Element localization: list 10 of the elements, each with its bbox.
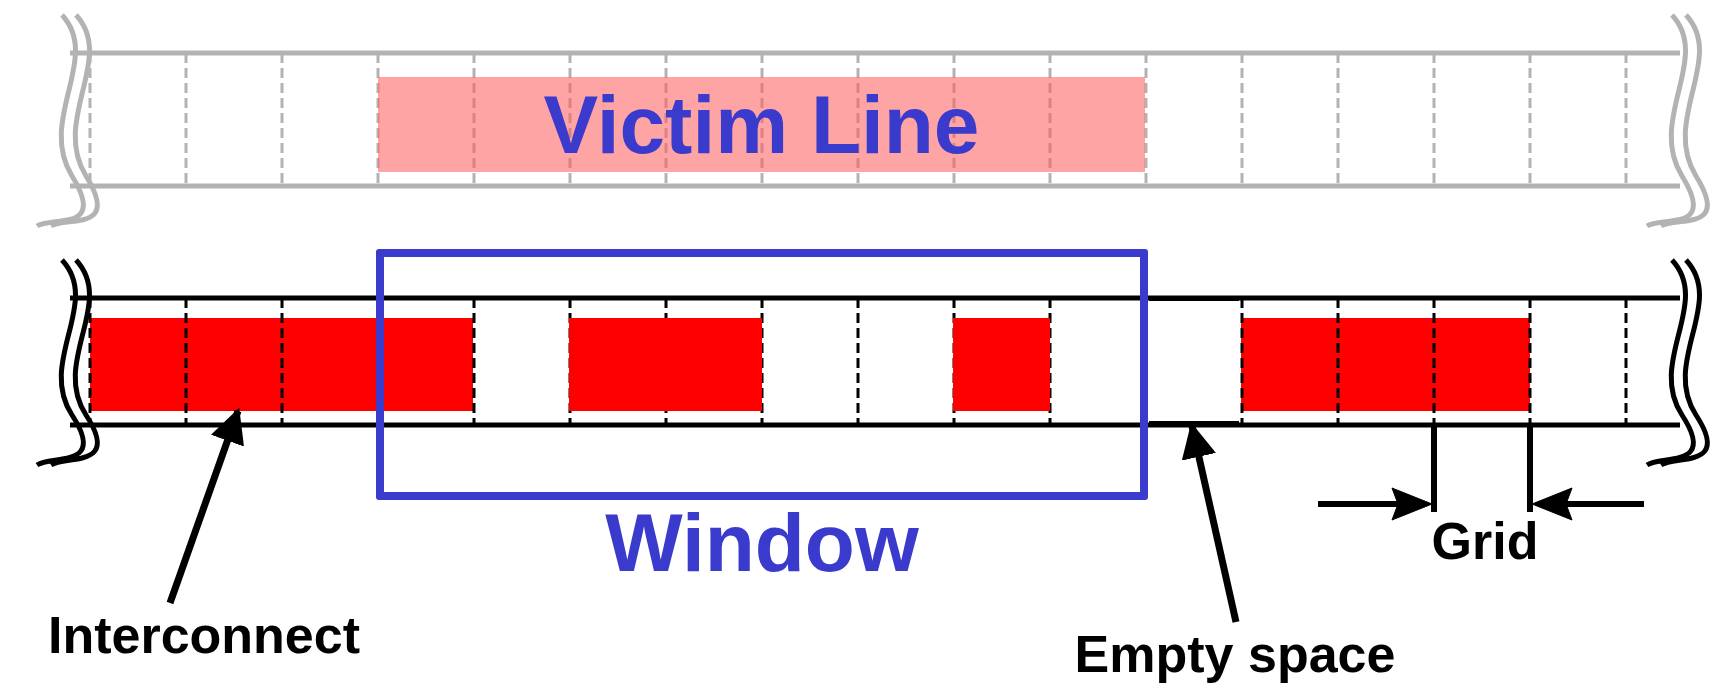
interconnect-bar: [953, 318, 1050, 411]
dimension-label: Grid: [1430, 515, 1540, 567]
interconnect-bar: [569, 318, 762, 411]
victim-line-region: [378, 77, 1145, 172]
interconnect-bar: [90, 318, 473, 411]
window-label: Window: [605, 502, 919, 584]
region-label: Victim Line: [543, 83, 980, 166]
interconnect-bar: [1241, 318, 1530, 411]
arrow: [166, 407, 244, 605]
callout-label: Interconnect: [47, 609, 361, 661]
